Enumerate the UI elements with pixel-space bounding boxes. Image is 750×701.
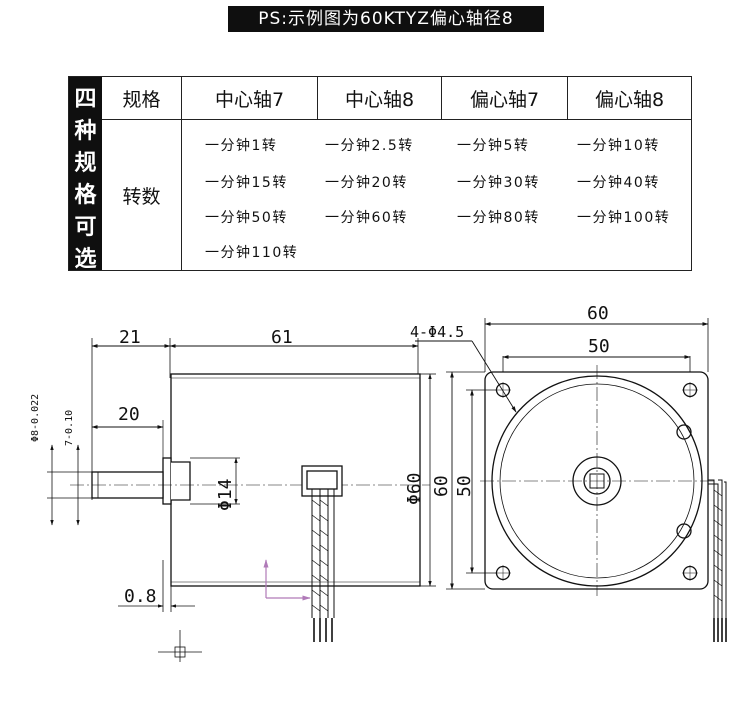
front-60-label: 60 [587, 303, 609, 324]
dim-08-label: 0.8 [124, 586, 157, 607]
crosshair-mark [158, 630, 202, 662]
speed-cell: 一分钟60转 [325, 210, 408, 226]
dim-20 [91, 420, 164, 458]
side-char: 种 [74, 119, 97, 144]
speed-cell: 一分钟80转 [457, 210, 540, 226]
front-view [480, 318, 727, 642]
flat-label: 7-0.10 [64, 410, 75, 446]
side-char: 可 [74, 215, 97, 240]
side-view [70, 338, 430, 642]
column-header: 偏心轴7 [442, 77, 568, 120]
speed-cell: 一分钟30转 [457, 175, 540, 191]
column-header: 中心轴8 [318, 77, 442, 120]
dim-08 [118, 560, 195, 612]
spec-side-label: 四 种 规 格 可 选 [69, 77, 102, 272]
dim-boss [190, 457, 240, 505]
body-dia-label: Φ60 [404, 472, 425, 505]
side-char: 选 [74, 247, 97, 272]
dim-body [420, 373, 436, 587]
speed-cell: 一分钟20转 [325, 175, 408, 191]
spec-label: 规格 [102, 77, 182, 120]
left-60-label: 60 [431, 475, 452, 497]
speed-cell: 一分钟5转 [457, 138, 530, 154]
dim-left-50 [466, 389, 496, 574]
side-char: 四 [74, 87, 97, 112]
dim-61-label: 61 [271, 327, 293, 348]
speed-cell: 一分钟10转 [577, 138, 660, 154]
column-header: 中心轴7 [182, 77, 318, 120]
spec-table: 四 种 规 格 可 选 规格 中心轴7 中心轴8 偏心轴7 偏心轴8 转数 一分… [68, 76, 692, 272]
side-char: 格 [74, 183, 97, 208]
boss-dia-label: Φ14 [215, 478, 236, 511]
dim-21-label: 21 [119, 327, 141, 348]
speed-cell: 一分钟1转 [205, 138, 278, 154]
shaft-dia-label: Φ8-0.022 [30, 394, 41, 442]
holes-label: 4-Φ4.5 [410, 323, 464, 341]
banner-title: PS:示例图为60KTYZ偏心轴径8 [228, 6, 544, 32]
left-50-label: 50 [454, 475, 475, 497]
dim-shaft [47, 444, 92, 526]
front-50-label: 50 [588, 336, 610, 357]
speed-cell: 一分钟110转 [205, 245, 299, 261]
column-header: 偏心轴8 [568, 77, 691, 120]
speed-label: 转数 [102, 120, 182, 270]
speed-cell: 一分钟100转 [577, 210, 671, 226]
speed-cell: 一分钟2.5转 [325, 138, 414, 154]
dim-20-label: 20 [118, 404, 140, 425]
side-char: 规 [74, 151, 97, 176]
dim-left-60 [446, 371, 485, 590]
speed-cell: 一分钟50转 [205, 210, 288, 226]
speed-cell: 一分钟40转 [577, 175, 660, 191]
axis-indicator [263, 559, 311, 601]
holes-leader [415, 340, 517, 413]
speed-cell: 一分钟15转 [205, 175, 288, 191]
